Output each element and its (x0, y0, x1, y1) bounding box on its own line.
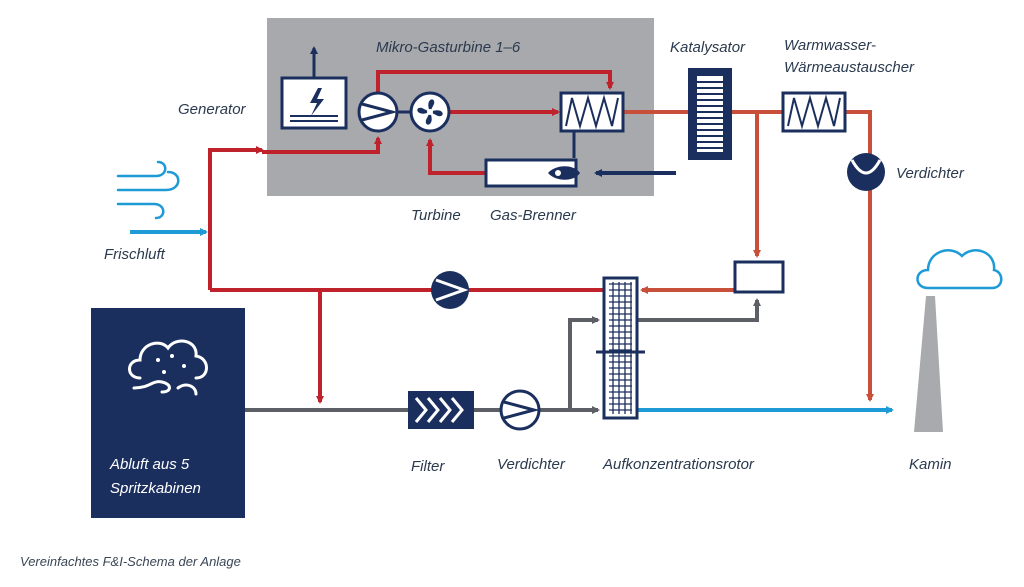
rotor-to-desorption-line (637, 298, 761, 322)
desorption-heater-box (733, 260, 785, 294)
turbine-label: Turbine (411, 207, 461, 224)
catalyst-icon (688, 68, 732, 160)
filter-label: Filter (411, 458, 445, 475)
gas-burner-icon (484, 158, 580, 188)
rotor-bypass-line (568, 316, 600, 410)
turbine-compressor-icon (357, 91, 399, 133)
recirculation-fan-icon (431, 271, 469, 309)
gas-burner-label: Gas-Brenner (490, 207, 577, 224)
fresh-air-label: Frischluft (104, 246, 166, 263)
heat-exchanger-label-2: Wärmeaustauscher (784, 59, 915, 76)
spray-booth-box (91, 308, 245, 518)
filter-icon (408, 391, 474, 429)
caption: Vereinfachtes F&I-Schema der Anlage (20, 554, 241, 569)
cloud-icon (916, 249, 1003, 290)
chimney-icon (914, 296, 943, 432)
right-compressor-icon (847, 153, 885, 191)
exhaust-label-1: Abluft aus 5 (109, 456, 190, 473)
catalyst-label: Katalysator (670, 39, 746, 56)
chimney-label: Kamin (909, 456, 952, 473)
wind-icon (116, 160, 180, 220)
burner-to-turbine-line (426, 138, 486, 175)
bottom-compressor-label: Verdichter (497, 456, 566, 473)
turbine-fan-icon (409, 91, 451, 133)
heat-exchanger-icon (781, 91, 847, 133)
heat-exchanger-label-1: Warmwasser- (784, 37, 876, 54)
fumes-icon (128, 339, 208, 396)
exhaust-label-2: Spritzkabinen (110, 480, 201, 497)
recuperator-icon (559, 91, 625, 133)
bottom-compressor-icon (499, 389, 541, 431)
microturbine-label: Mikro-Gasturbine 1–6 (376, 39, 521, 56)
generator-icon (280, 76, 348, 130)
generator-label: Generator (178, 101, 247, 118)
air-into-compressor-line (262, 136, 382, 154)
air-to-compressor-line (208, 146, 264, 290)
compressor-to-recuperator-line (376, 70, 614, 94)
right-compressor-label: Verdichter (896, 165, 965, 182)
rotor-label: Aufkonzentrationsrotor (602, 456, 755, 473)
hx-to-chimney-line (845, 110, 874, 402)
concentration-rotor-icon (596, 276, 645, 420)
